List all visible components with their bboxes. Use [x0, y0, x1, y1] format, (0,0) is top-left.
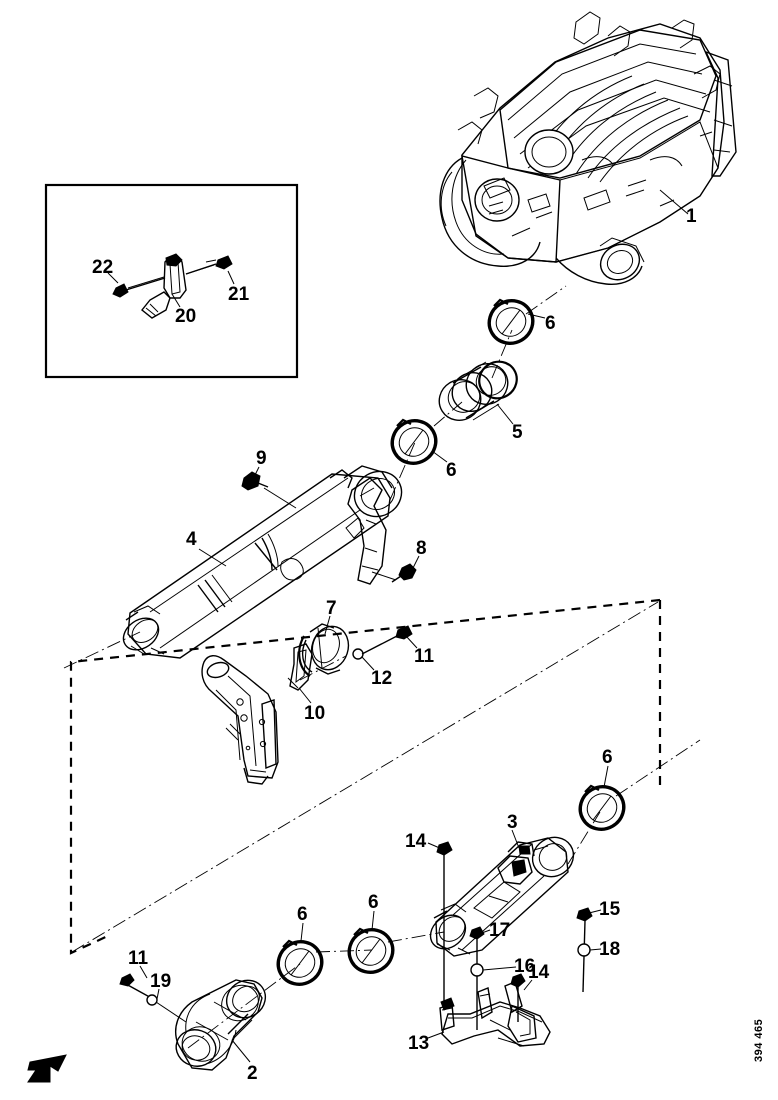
callout-label: 2	[247, 1063, 258, 1084]
callout-18: 17	[478, 920, 510, 941]
callout-label: 4	[186, 529, 197, 550]
callout-label: 9	[256, 448, 267, 469]
callout-6c: 6	[602, 747, 613, 788]
callout-8: 8	[411, 538, 427, 571]
callout-label: 17	[489, 920, 510, 941]
callout-label: 20	[175, 306, 196, 327]
callout-label: 10	[304, 703, 325, 724]
callout-label: 11	[414, 646, 435, 667]
part-intake-manifold	[439, 11, 737, 285]
callout-20: 20	[171, 293, 196, 327]
callout-15: 18	[589, 939, 620, 960]
part-washer-19	[146, 994, 158, 1006]
part-elbow-duct	[174, 979, 267, 1071]
callout-label: 16	[514, 956, 535, 977]
callout-16: 15	[588, 899, 621, 920]
callout-label: 15	[599, 899, 621, 920]
callout-label: 21	[228, 284, 250, 305]
callout-1: 1	[659, 189, 697, 227]
assembly-axis-line	[71, 601, 659, 953]
callout-21: 21	[227, 270, 250, 305]
callout-label: 7	[326, 598, 337, 619]
callout-22: 22	[92, 257, 119, 284]
callout-6a: 6	[527, 313, 556, 334]
drawing-number-text: 394 465	[753, 1019, 765, 1062]
direction-of-travel-arrow	[27, 1054, 67, 1083]
callout-label: 5	[512, 422, 523, 443]
callout-label: 6	[602, 747, 613, 768]
part-hose-clamp-6d	[347, 927, 395, 974]
callout-11b: 11	[128, 948, 149, 979]
callout-12: 12	[361, 656, 392, 689]
callout-label: 6	[297, 904, 308, 925]
callout-9: 9	[251, 448, 267, 482]
callout-label: 8	[416, 538, 427, 559]
part-hex-bolt-8	[371, 563, 417, 583]
callout-11a: 11	[405, 635, 435, 667]
part-rubber-sleeve	[298, 623, 350, 677]
callout-label: 22	[92, 257, 113, 278]
callout-6e: 6	[297, 904, 308, 942]
part-washer-17	[470, 963, 484, 977]
drawing-number: 394 465	[753, 1019, 765, 1062]
part-washer-12	[352, 648, 364, 660]
callout-label: 14	[528, 962, 550, 983]
part-stud-bolt-18	[469, 926, 485, 1030]
detail-inset	[44, 183, 299, 379]
part-throttle-adapter-sleeve	[438, 360, 518, 421]
part-hex-bolt-9	[241, 471, 297, 509]
callout-label: 6	[545, 313, 556, 334]
callout-2: 2	[231, 1039, 258, 1084]
callout-10: 10	[298, 687, 325, 724]
callout-19: 19	[150, 971, 171, 1000]
callout-label: 6	[368, 892, 379, 913]
part-washer-15	[577, 943, 591, 957]
centerlines	[63, 285, 701, 1049]
callout-label: 19	[150, 971, 171, 992]
callout-13: 13	[408, 1031, 445, 1054]
callout-label: 3	[507, 812, 518, 833]
part-hose-clamp-6c	[578, 784, 626, 831]
callout-label: 1	[686, 206, 697, 227]
part-hose-clamp-6e	[276, 939, 324, 986]
part-mounting-bracket	[201, 643, 313, 785]
callout-14b: 14	[523, 962, 550, 991]
callout-label: 11	[128, 948, 149, 969]
part-nut-14b	[510, 973, 526, 1022]
part-hose-clamp-6b	[390, 418, 438, 465]
assembly-group-boundary	[69, 598, 662, 955]
callout-label: 13	[408, 1033, 429, 1054]
callout-6b: 6	[431, 450, 457, 481]
part-charge-air-pipe	[122, 465, 403, 659]
callout-label: 14	[405, 831, 427, 852]
part-stud-bolt-11a	[361, 625, 413, 655]
callout-17: 16	[482, 956, 535, 977]
callout-6d: 6	[368, 892, 379, 931]
part-support-bracket	[439, 981, 551, 1047]
callout-label: 12	[371, 668, 392, 689]
part-hose-clamp-6a	[487, 298, 535, 345]
callout-5: 5	[496, 403, 523, 443]
callout-4: 4	[186, 529, 227, 567]
callout-14a: 14	[405, 831, 443, 852]
callout-label: 18	[599, 939, 620, 960]
callout-label: 6	[446, 460, 457, 481]
part-nut-14a	[436, 841, 453, 1004]
callout-7: 7	[324, 598, 337, 635]
callout-3: 3	[507, 812, 520, 849]
